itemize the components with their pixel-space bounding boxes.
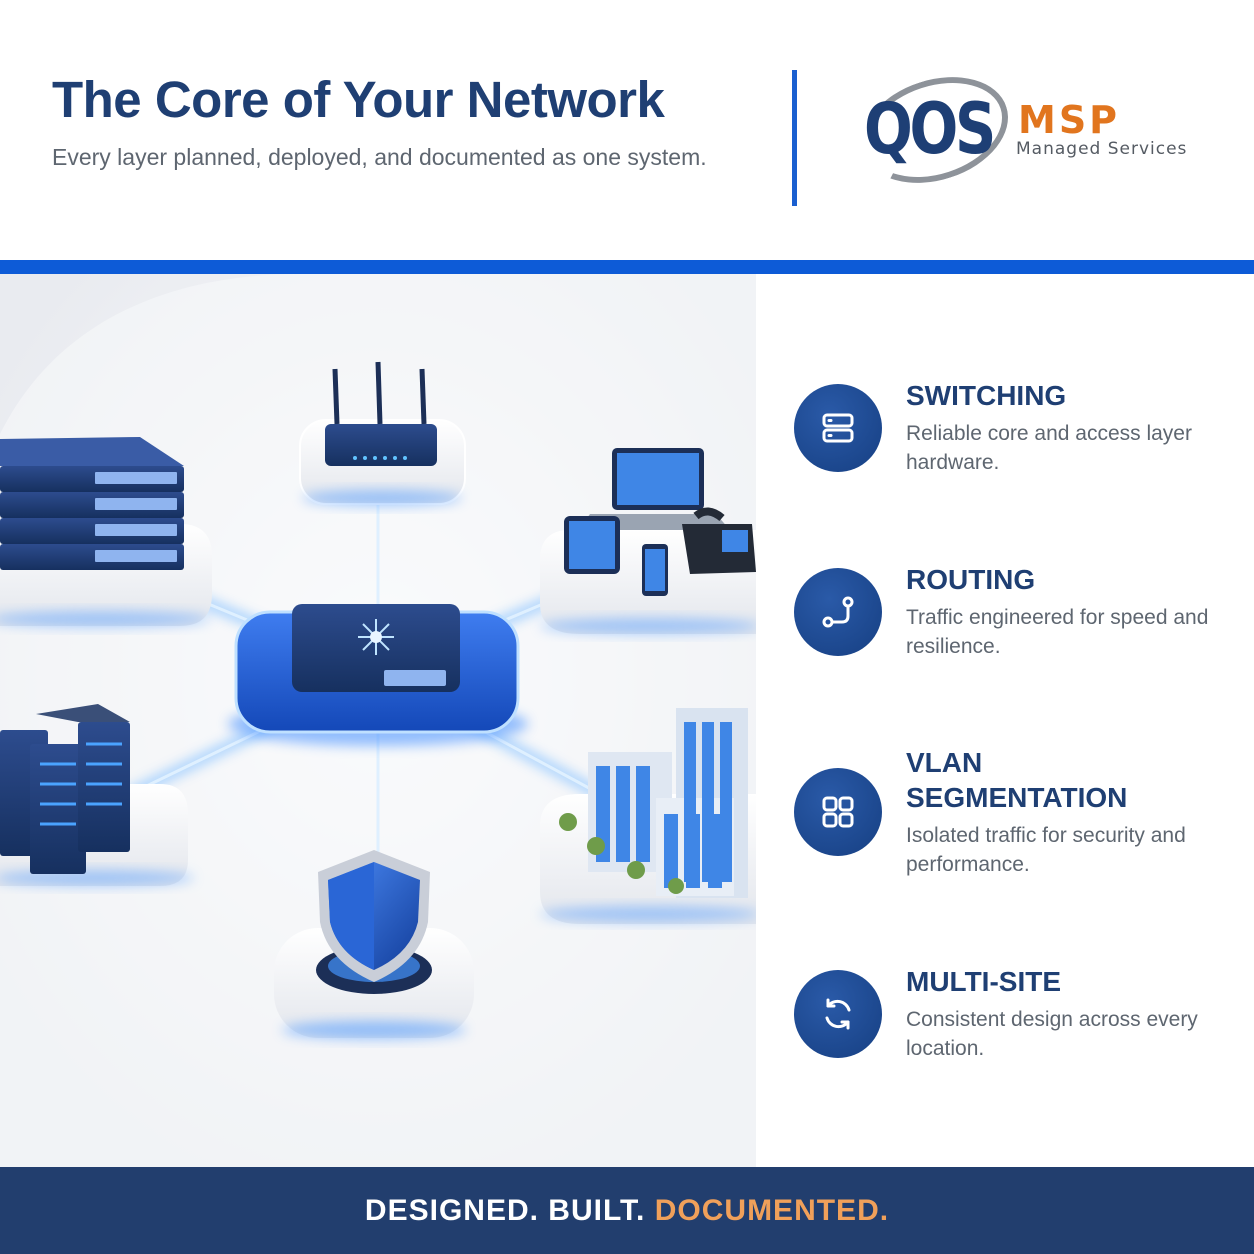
logo-brand: MSP: [1018, 98, 1121, 142]
core-switch-icon: [228, 604, 528, 746]
feature-title: MULTI-SITE: [906, 966, 1062, 997]
footer-tagline: DESIGNED. BUILT. DOCUMENTED.: [365, 1194, 889, 1228]
logo-mark: QOS: [864, 88, 996, 170]
header-accent-bar: [0, 260, 1254, 274]
feature-description: Reliable core and access layer hardware.: [906, 422, 1192, 474]
footer-banner: DESIGNED. BUILT. DOCUMENTED.: [0, 1167, 1254, 1254]
route-icon: [794, 568, 882, 656]
refresh-icon: [794, 970, 882, 1058]
header: The Core of Your Network Every layer pla…: [0, 0, 1254, 260]
shield-icon: [274, 850, 474, 1039]
server-stack-icon: [794, 384, 882, 472]
footer-tagline-accent: DOCUMENTED.: [654, 1193, 890, 1227]
feature-list: SWITCHING Reliable core and access layer…: [756, 274, 1254, 1167]
server-rack-icon: [0, 704, 194, 886]
network-illustration: [0, 274, 756, 1167]
feature-description: Traffic engineered for speed and resilie…: [906, 606, 1209, 658]
router-icon: [299, 361, 466, 506]
footer-tagline-main: DESIGNED. BUILT.: [364, 1193, 646, 1227]
switch-stack-icon: [0, 437, 212, 627]
page-subtitle: Every layer planned, deployed, and docum…: [52, 144, 707, 170]
feature-title: VLAN SEGMENTATION: [906, 747, 1128, 813]
feature-description: Isolated traffic for security and perfor…: [906, 824, 1186, 876]
buildings-icon: [540, 708, 756, 924]
feature-title: SWITCHING: [906, 380, 1067, 411]
feature-title: ROUTING: [906, 564, 1036, 595]
grid-icon: [794, 768, 882, 856]
network-diagram: [0, 274, 756, 1167]
page-title: The Core of Your Network: [52, 71, 665, 128]
header-divider: [792, 70, 797, 206]
qos-msp-logo: QOS MSP Managed Services: [848, 59, 1196, 201]
devices-icon: [540, 448, 756, 634]
logo-tagline: Managed Services: [1016, 139, 1188, 159]
feature-description: Consistent design across every location.: [906, 1008, 1198, 1060]
